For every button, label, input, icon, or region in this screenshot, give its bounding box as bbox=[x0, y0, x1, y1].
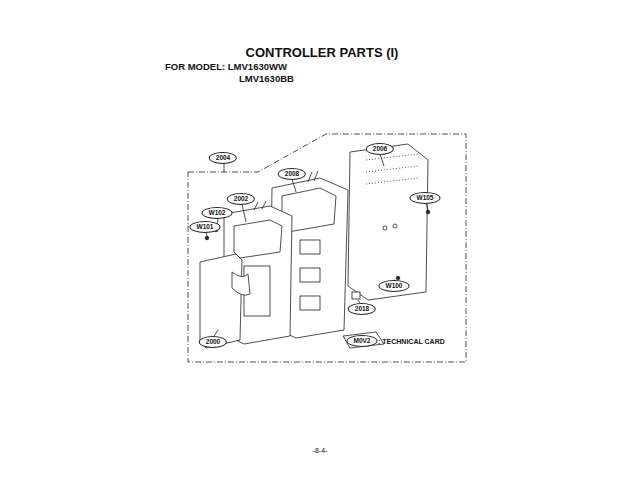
model-label: LMV1630BB bbox=[239, 73, 294, 84]
callout-number: 2004 bbox=[209, 152, 237, 164]
callout-number: 2000 bbox=[199, 336, 227, 348]
callout-number: M0V2 bbox=[347, 335, 378, 347]
callout-number: 2018 bbox=[348, 303, 376, 315]
diagram-title: CONTROLLER PARTS (I) bbox=[246, 45, 399, 60]
assembly-boundary bbox=[188, 134, 466, 362]
callout-number: 2002 bbox=[227, 193, 255, 205]
callout-number: W100 bbox=[379, 280, 410, 292]
front-cover bbox=[200, 254, 242, 348]
model-label: FOR MODEL: LMV1630WW bbox=[165, 61, 287, 72]
callout-number: W105 bbox=[410, 192, 441, 204]
callout-number: W102 bbox=[202, 207, 233, 219]
callout-number: W101 bbox=[190, 221, 221, 233]
page-number: -8-4- bbox=[313, 447, 328, 454]
part-name: : TECHNICAL CARD bbox=[378, 338, 445, 345]
pcb-board bbox=[348, 144, 428, 300]
callout-number: 2008 bbox=[278, 168, 306, 180]
technical-card bbox=[343, 332, 384, 348]
